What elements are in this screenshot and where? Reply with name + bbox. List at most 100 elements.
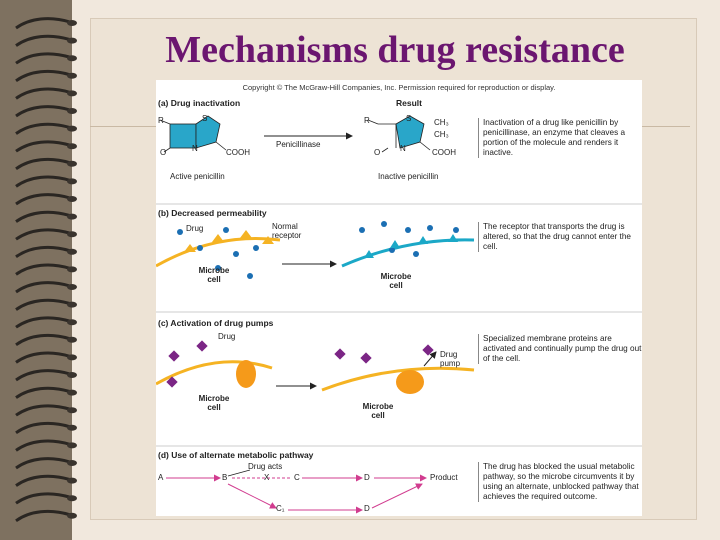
node-b: B <box>222 473 228 482</box>
binding-ring <box>15 105 71 118</box>
binding-hole <box>67 460 77 466</box>
membrane-altered <box>341 238 475 268</box>
drug-acts-label: Drug acts <box>248 462 283 471</box>
binding-hole <box>67 372 77 378</box>
binding-hole <box>67 301 77 308</box>
membrane-c-left <box>156 360 273 386</box>
binding-hole <box>67 442 77 449</box>
binding-ring <box>15 210 71 223</box>
binding-hole <box>67 143 77 150</box>
section-d-title: (d) Use of alternate metabolic pathway <box>158 450 314 460</box>
binding-ring <box>15 228 71 241</box>
binding-ring <box>15 509 71 523</box>
drug-molecule <box>413 251 419 257</box>
copyright-notice: Copyright © The McGraw-Hill Companies, I… <box>242 83 556 92</box>
drug-molecule <box>360 352 372 364</box>
binding-ring <box>15 439 71 452</box>
binding-hole <box>67 424 77 431</box>
binding-hole <box>67 231 77 238</box>
description-d: The drug has blocked the usual metabolic… <box>478 462 643 502</box>
figure-graphics <box>156 115 642 514</box>
binding-ring <box>15 122 71 135</box>
drug-molecule <box>233 251 239 257</box>
node-x: X <box>264 473 270 482</box>
binding-hole <box>67 55 77 62</box>
binding-hole <box>67 477 77 484</box>
drug-molecule <box>215 265 221 271</box>
binding-hole <box>67 248 77 255</box>
node-d: D <box>364 473 370 482</box>
chem-n-right: N <box>400 144 406 153</box>
drug-molecule <box>223 227 229 233</box>
binding-ring <box>15 175 71 188</box>
binding-ring <box>15 157 71 171</box>
chem-cooh-left: COOH <box>226 148 250 157</box>
rule-right <box>642 126 690 127</box>
binding-ring <box>15 281 71 294</box>
binding-ring <box>15 193 71 206</box>
binding-hole <box>67 389 77 396</box>
chem-ch3-a: CH₃ <box>434 118 449 127</box>
result-label: Result <box>396 98 422 108</box>
pump-out-arrow <box>423 351 437 367</box>
inactive-penicillin-label: Inactive penicillin <box>378 172 439 181</box>
node-product: Product <box>430 473 458 482</box>
binding-ring <box>15 298 71 311</box>
chem-s-left: S <box>202 114 208 123</box>
resistance-figure: Copyright © The McGraw-Hill Companies, I… <box>156 80 642 516</box>
binding-hole <box>67 407 77 414</box>
chem-cooh-right: COOH <box>432 148 456 157</box>
drug-dots-b <box>177 221 459 279</box>
binding-hole <box>67 90 77 97</box>
binding-ring <box>15 474 71 487</box>
section-b-title: (b) Decreased permeability <box>158 208 267 218</box>
penicillinase-label: Penicillinase <box>276 140 321 149</box>
microbe-cell-c-right: Microbe cell <box>362 402 394 420</box>
binding-ring <box>15 87 71 100</box>
node-a: A <box>158 473 164 482</box>
section-c-title: (c) Activation of drug pumps <box>158 318 274 328</box>
binding-ring <box>15 421 71 435</box>
drug-pump-label: Drug pump <box>440 350 461 368</box>
active-penicillin-label: Active penicillin <box>170 172 225 181</box>
drug-molecule <box>422 344 434 356</box>
binding-hole <box>67 213 77 220</box>
node-c: C <box>294 473 300 482</box>
binding-hole <box>67 160 77 167</box>
binding-ring <box>15 17 71 30</box>
binding-ring <box>15 492 71 505</box>
binding-hole <box>67 512 77 519</box>
node-c1: C₁ <box>276 504 285 513</box>
binding-ring <box>15 333 71 347</box>
drug-molecule <box>197 245 203 251</box>
drug-label-c: Drug <box>218 332 236 341</box>
path-b-c1 <box>227 483 277 509</box>
binding-ring <box>15 386 71 399</box>
chem-ch3-b: CH₃ <box>434 130 449 139</box>
binding-ring <box>15 34 71 47</box>
penicillin-molecule-inactive <box>367 115 431 153</box>
binding-hole <box>67 125 77 132</box>
chem-s-right: S <box>406 114 412 123</box>
chem-o-left: O <box>160 148 167 157</box>
slide-title: Mechanisms drug resistance <box>165 29 625 71</box>
normal-receptor-label: Normal receptor <box>272 222 302 240</box>
spiral-binding-rings <box>15 17 77 523</box>
chem-o-right: O <box>374 148 381 157</box>
binding-ring <box>15 404 71 417</box>
binding-ring <box>15 52 71 65</box>
path-d-product-alt <box>371 483 423 509</box>
drug-molecule <box>359 227 365 233</box>
pump-protein-left <box>236 360 256 388</box>
binding-hole <box>67 495 77 502</box>
binding-ring <box>15 263 71 276</box>
binding-hole <box>67 72 77 79</box>
microbe-cell-b-left: Microbe cell <box>198 266 230 284</box>
drug-molecule <box>253 245 259 251</box>
binding-ring <box>15 245 71 259</box>
drug-molecule <box>177 229 183 235</box>
drug-molecule <box>427 225 433 231</box>
binding-ring <box>15 140 71 153</box>
binding-hole <box>67 178 77 185</box>
rule-left <box>90 126 156 127</box>
